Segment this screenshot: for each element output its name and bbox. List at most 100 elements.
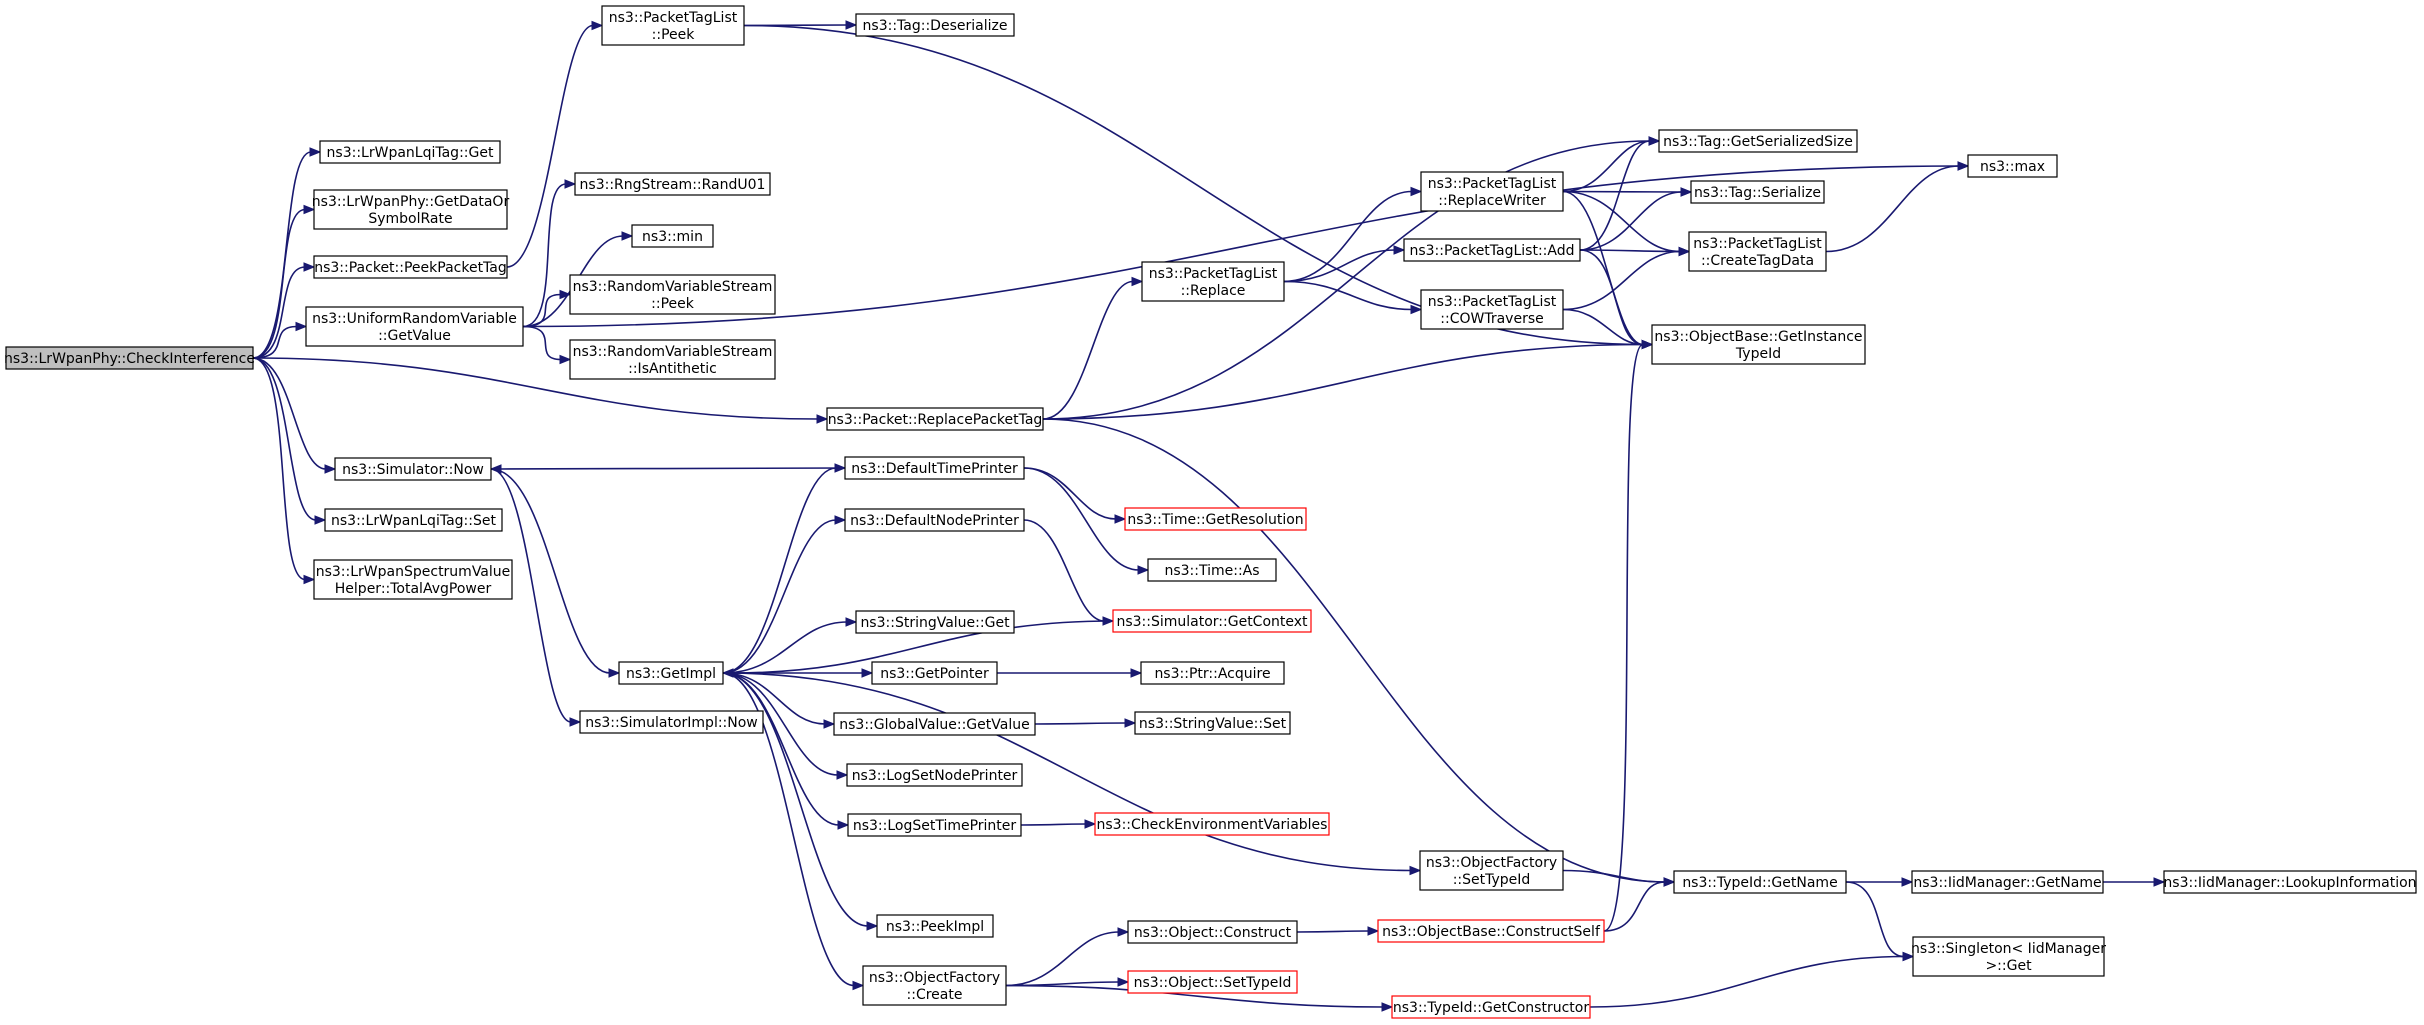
- arrowhead-icon: [834, 515, 847, 525]
- node-globalvalueget[interactable]: ns3::GlobalValue::GetValue: [833, 712, 1036, 736]
- node-box: [631, 224, 714, 248]
- node-ofsettypeid[interactable]: ns3::ObjectFactory::SetTypeId: [1419, 850, 1564, 891]
- node-lqiset[interactable]: ns3::LrWpanLqiTag::Set: [324, 508, 503, 532]
- node-ptracquire[interactable]: ns3::Ptr::Acquire: [1140, 661, 1285, 685]
- node-simgetctx[interactable]: ns3::Simulator::GetContext: [1112, 609, 1312, 633]
- node-deftimeprinter[interactable]: ns3::DefaultTimePrinter: [844, 456, 1025, 480]
- node-checkenv[interactable]: ns3::CheckEnvironmentVariables: [1094, 812, 1330, 836]
- node-box: [871, 661, 998, 685]
- node-label: ns3::Object::SetTypeId: [1134, 975, 1292, 991]
- node-label: Helper::TotalAvgPower: [335, 581, 492, 597]
- edge-getimpl-to-ofsettypeid: [722, 672, 1412, 872]
- node-typeidgetctor[interactable]: ns3::TypeId::GetConstructor: [1391, 995, 1591, 1019]
- edge-root-to-replacepackettag: [252, 357, 819, 420]
- node-typeidgetname[interactable]: ns3::TypeId::GetName: [1673, 870, 1847, 894]
- node-ptlpeek[interactable]: ns3::PacketTagList::Peek: [601, 5, 745, 46]
- edge-typeidgetctor-to-singleton: [1589, 955, 1905, 1008]
- node-peekimpl[interactable]: ns3::PeekImpl: [876, 914, 994, 938]
- node-root[interactable]: ns3::LrWpanPhy::CheckInterference: [4, 346, 255, 370]
- node-randu01[interactable]: ns3::RngStream::RandU01: [574, 172, 771, 196]
- arrowhead-icon: [309, 147, 322, 157]
- arrowhead-icon: [1114, 514, 1127, 524]
- edge-typeidgetname-to-singleton: [1845, 881, 1905, 958]
- node-rvsanti[interactable]: ns3::RandomVariableStream::IsAntithetic: [569, 339, 776, 380]
- node-max[interactable]: ns3::max: [1967, 154, 2058, 178]
- node-objsettypeid[interactable]: ns3::Object::SetTypeId: [1127, 970, 1298, 994]
- node-replacepackettag[interactable]: ns3::Packet::ReplacePacketTag: [826, 407, 1044, 431]
- edge-urvgetvalue-to-max: [522, 165, 1960, 328]
- node-label: ns3::TypeId::GetName: [1682, 875, 1837, 891]
- node-ptlcow[interactable]: ns3::PacketTagList::COWTraverse: [1420, 289, 1564, 330]
- arrowhead-icon: [1901, 877, 1914, 887]
- node-getpointer[interactable]: ns3::GetPointer: [871, 661, 998, 685]
- node-iidgetname[interactable]: ns3::IidManager::GetName: [1911, 870, 2104, 894]
- edge-ptlcow-to-obgetinst: [1562, 308, 1644, 346]
- node-label: ns3::LogSetNodePrinter: [852, 768, 1018, 784]
- node-iidlookup[interactable]: ns3::IidManager::LookupInformation: [2163, 870, 2417, 894]
- node-stringvalueset[interactable]: ns3::StringValue::Set: [1134, 711, 1291, 735]
- node-box: [1147, 558, 1277, 582]
- node-label: ns3::GetPointer: [880, 666, 989, 682]
- edge-root-to-lqiset: [252, 357, 317, 521]
- node-label: ns3::ObjectBase::ConstructSelf: [1382, 924, 1601, 940]
- arrowhead-icon: [1902, 951, 1915, 962]
- node-stringvalueget[interactable]: ns3::StringValue::Get: [855, 610, 1015, 634]
- node-label: ns3::Ptr::Acquire: [1154, 666, 1270, 682]
- node-ptlreplace[interactable]: ns3::PacketTagList::Replace: [1141, 261, 1285, 302]
- edge-getimpl-to-peekimpl: [722, 672, 869, 927]
- edge-ptlreplace-to-ptladd: [1283, 249, 1396, 283]
- arrowhead-icon: [816, 414, 829, 424]
- arrowhead-icon: [303, 262, 316, 272]
- edge-peekpackettag-to-ptlpeek: [506, 24, 594, 268]
- node-timegetres[interactable]: ns3::Time::GetResolution: [1124, 507, 1307, 531]
- node-objconstruct[interactable]: ns3::Object::Construct: [1127, 920, 1298, 944]
- node-ptlreplacewriter[interactable]: ns3::PacketTagList::ReplaceWriter: [1420, 171, 1564, 212]
- node-label: ::Replace: [1181, 283, 1246, 299]
- node-label: ns3::ObjectFactory: [1426, 855, 1557, 871]
- node-totalavg[interactable]: ns3::LrWpanSpectrumValueHelper::TotalAvg…: [313, 559, 513, 600]
- node-min[interactable]: ns3::min: [631, 224, 714, 248]
- node-defnodeprinter[interactable]: ns3::DefaultNodePrinter: [844, 508, 1025, 532]
- edge-ptladd-to-tagser: [1579, 191, 1683, 251]
- node-logsettime[interactable]: ns3::LogSetTimePrinter: [847, 813, 1022, 837]
- node-peekpackettag[interactable]: ns3::Packet::PeekPacketTag: [313, 255, 508, 279]
- node-box: [844, 456, 1025, 480]
- node-label: >::Get: [1985, 958, 2032, 974]
- node-label: ns3::Singleton< IidManager: [1911, 941, 2106, 957]
- edge-globalvalueget-to-stringvalueset: [1034, 722, 1127, 725]
- node-box: [1658, 129, 1858, 153]
- arrowhead-icon: [303, 574, 316, 585]
- node-ofcreate[interactable]: ns3::ObjectFactory::Create: [862, 965, 1007, 1006]
- edge-root-to-simnow: [252, 357, 327, 470]
- node-ptlcreate[interactable]: ns3::PacketTagList::CreateTagData: [1688, 231, 1827, 272]
- node-singleton[interactable]: ns3::Singleton< IidManager >::Get: [1911, 936, 2106, 977]
- node-timeas[interactable]: ns3::Time::As: [1147, 558, 1277, 582]
- node-rvspeek[interactable]: ns3::RandomVariableStream::Peek: [569, 274, 776, 315]
- node-taggetser[interactable]: ns3::Tag::GetSerializedSize: [1658, 129, 1858, 153]
- arrowhead-icon: [1410, 186, 1423, 197]
- edge-getimpl-to-logsetnode: [722, 672, 839, 776]
- node-getimpl[interactable]: ns3::GetImpl: [618, 661, 724, 685]
- edge-replacepackettag-to-taggetser: [1042, 140, 1651, 420]
- node-simimplnow[interactable]: ns3::SimulatorImpl::Now: [579, 710, 764, 734]
- arrowhead-icon: [608, 668, 621, 678]
- node-urvgetvalue[interactable]: ns3::UniformRandomVariable::GetValue: [305, 306, 524, 347]
- node-box: [1688, 231, 1827, 272]
- node-label: ns3::RngStream::RandU01: [580, 177, 766, 193]
- node-box: [1377, 919, 1605, 943]
- arrowhead-icon: [1680, 187, 1693, 197]
- node-logsetnode[interactable]: ns3::LogSetNodePrinter: [846, 763, 1023, 787]
- edge-replacepackettag-to-obgetinst: [1042, 343, 1644, 420]
- node-tagdeser[interactable]: ns3::Tag::Deserialize: [855, 13, 1015, 37]
- node-ptladd[interactable]: ns3::PacketTagList::Add: [1403, 238, 1581, 262]
- arrowhead-icon: [564, 179, 577, 189]
- node-obconstructself[interactable]: ns3::ObjectBase::ConstructSelf: [1377, 919, 1605, 943]
- arrowhead-icon: [1393, 245, 1406, 255]
- node-label: ns3::LogSetTimePrinter: [853, 818, 1017, 834]
- node-lqiget[interactable]: ns3::LrWpanLqiTag::Get: [319, 140, 501, 164]
- node-simnow[interactable]: ns3::Simulator::Now: [334, 457, 492, 481]
- edge-deftimeprinter-to-simnow: [499, 467, 846, 470]
- node-tagser[interactable]: ns3::Tag::Serialize: [1690, 180, 1825, 204]
